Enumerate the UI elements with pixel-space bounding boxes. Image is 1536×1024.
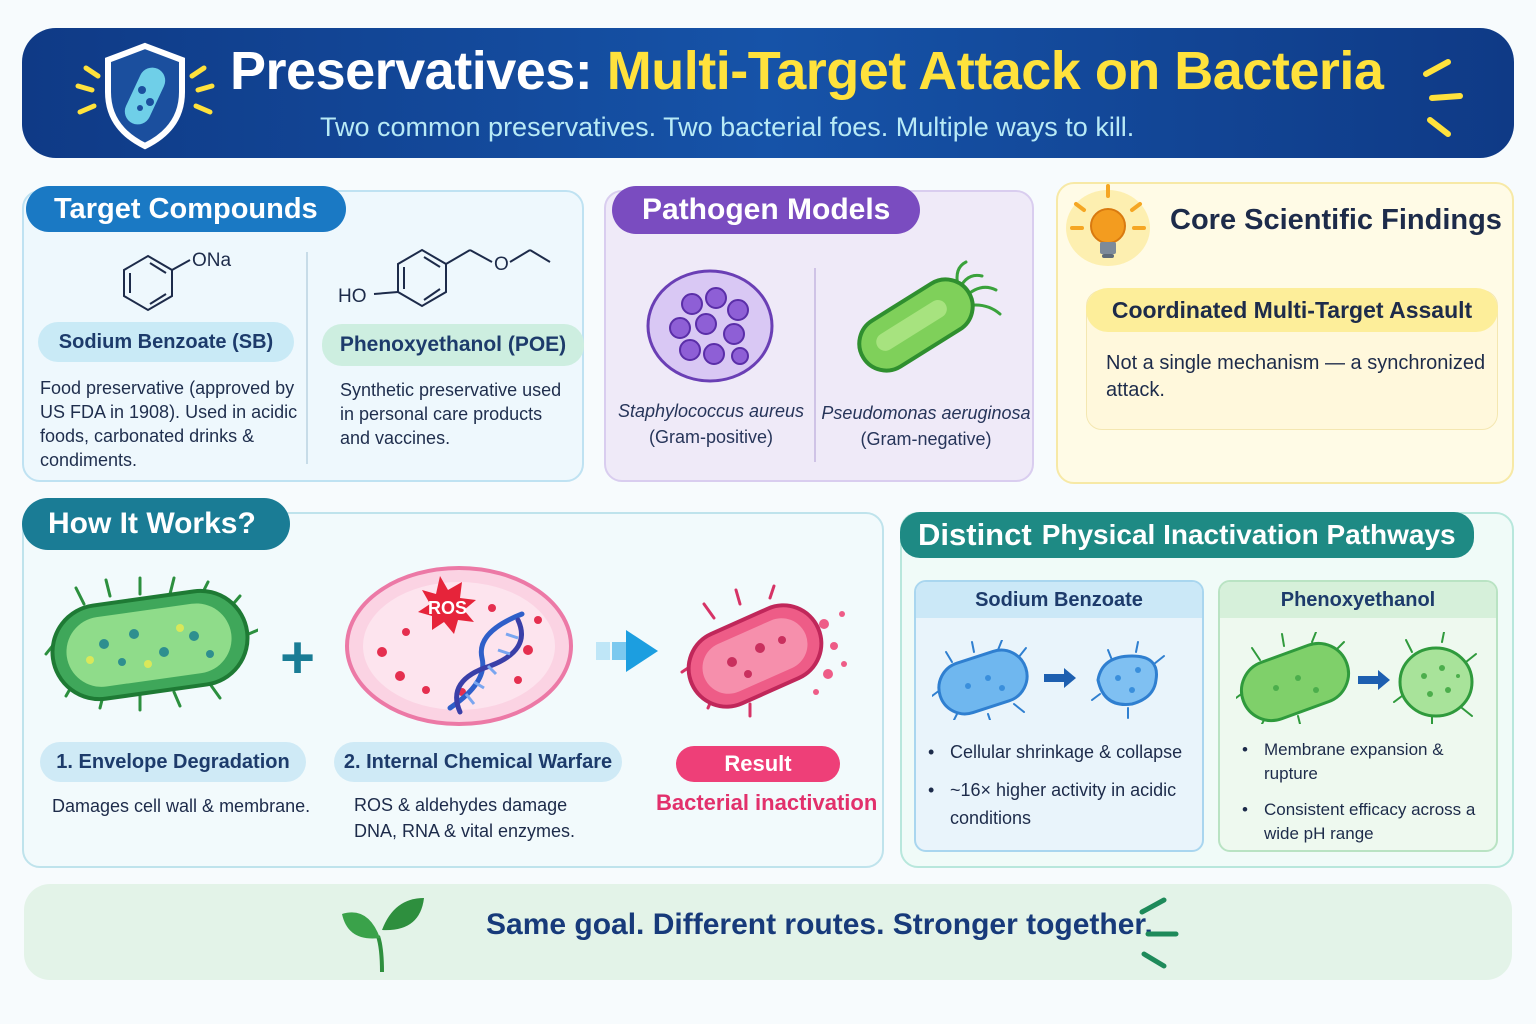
footer-banner — [24, 884, 1512, 980]
compounds-divider — [306, 252, 308, 464]
sodium-benzoate-structure: ONa — [123, 250, 232, 312]
rupture-diagram — [1236, 632, 1477, 724]
phenoxyethanol-structure: HO O — [338, 248, 551, 308]
sodium-benzoate-pill: Sodium Benzoate (SB) — [38, 322, 294, 362]
o-label: O — [494, 254, 509, 275]
staphylococcus-label: Staphylococcus aureus(Gram-positive) — [617, 401, 805, 447]
chemical-warfare-text: ROS & aldehydes damage DNA, RNA & vital … — [354, 795, 576, 841]
phenoxyethanol-pill: Phenoxyethanol (POE) — [322, 324, 584, 366]
leaf-icon — [342, 898, 424, 973]
phenoxyethanol-bullets: Membrane expansion & rupture Consistent … — [1240, 738, 1490, 858]
sodium-benzoate-bullets: Cellular shrinkage & collapse ~16× highe… — [926, 738, 1200, 842]
sodium-benzoate-description: Food preservative (approved by US FDA in… — [40, 378, 298, 470]
findings-text: Not a single mechanism — a synchronized … — [1106, 352, 1486, 401]
lightbulb-icon — [1066, 184, 1150, 266]
pathogen-models-tab: Pathogen Models — [612, 186, 921, 234]
coordinated-assault-pill: Coordinated Multi-Target Assault — [1086, 288, 1498, 332]
staphylococcus-icon — [646, 269, 774, 383]
page-subtitle: Two common preservatives. Two bacterial … — [320, 112, 1135, 142]
shrinkage-diagram — [932, 640, 1165, 720]
ros-label: ROS — [428, 598, 467, 618]
core-findings-title: Core Scientific Findings — [1170, 204, 1502, 236]
bullet-shrinkage: Cellular shrinkage & collapse — [926, 738, 1200, 766]
shield-bacteria-icon — [75, 42, 215, 150]
envelope-degradation-text: Damages cell wall & membrane. — [52, 796, 311, 816]
envelope-degradation-pill: 1. Envelope Degradation — [40, 742, 306, 782]
sodium-benzoate-pathway-header: Sodium Benzoate — [916, 582, 1202, 618]
pseudomonas-icon — [857, 260, 1002, 373]
ona-label: ONa — [192, 250, 232, 271]
ho-label: HO — [338, 286, 367, 307]
header-banner — [22, 28, 1514, 158]
bullet-ph-range: Consistent efficacy across a wide pH ran… — [1240, 798, 1490, 846]
inactivated-bacterium-icon — [680, 584, 847, 718]
sparkle-lines-icon — [1423, 59, 1463, 137]
chemical-warfare-pill: 2. Internal Chemical Warfare — [334, 742, 622, 782]
target-compounds-tab: Target Compounds — [26, 186, 346, 232]
phenoxyethanol-description: Synthetic preservative used in personal … — [340, 380, 562, 448]
ros-cell-icon: ROS — [345, 566, 573, 726]
envelope-bacterium-icon — [44, 576, 258, 712]
how-it-works-tab: How It Works? — [22, 498, 290, 550]
bullet-membrane-rupture: Membrane expansion & rupture — [1240, 738, 1490, 786]
pathogen-divider — [814, 268, 816, 462]
bullet-acidic-activity: ~16× higher activity in acidic condition… — [926, 776, 1200, 832]
plus-icon: + — [280, 624, 316, 691]
result-pill: Result — [676, 746, 840, 782]
accent-lines-icon — [1139, 897, 1179, 969]
footer-tagline: Same goal. Different routes. Stronger to… — [486, 908, 1153, 941]
page-title: Preservatives: Multi-Target Attack on Ba… — [230, 41, 1384, 101]
pseudomonas-label: Pseudomonas aeruginosa(Gram-negative) — [821, 403, 1031, 449]
phenoxyethanol-pathway-header: Phenoxyethanol — [1220, 582, 1496, 618]
arrow-right-icon — [596, 630, 658, 672]
result-text: Bacterial inactivation — [656, 790, 878, 815]
